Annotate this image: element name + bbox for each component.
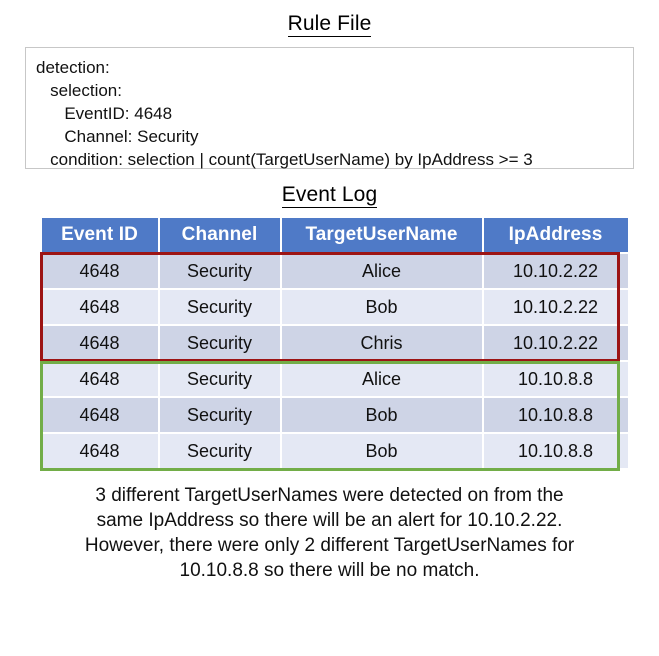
cell-user: Bob — [281, 290, 482, 324]
cell-user: Bob — [281, 434, 482, 468]
cell-channel: Security — [159, 254, 280, 288]
cell-event-id: 4648 — [41, 254, 158, 288]
cell-user: Bob — [281, 398, 482, 432]
cell-ip: 10.10.8.8 — [483, 434, 628, 468]
cell-event-id: 4648 — [41, 290, 158, 324]
cell-event-id: 4648 — [41, 398, 158, 432]
cell-channel: Security — [159, 434, 280, 468]
cell-user: Alice — [281, 362, 482, 396]
cell-ip: 10.10.2.22 — [483, 326, 628, 360]
event-log-title-text: Event Log — [281, 183, 378, 208]
cell-event-id: 4648 — [41, 326, 158, 360]
column-header-ipaddress: IpAddress — [483, 218, 628, 252]
rule-file-title: Rule File — [0, 12, 659, 37]
rule-file-box: detection: selection: EventID: 4648 Chan… — [25, 47, 634, 169]
rule-line-eventid: EventID: 4648 — [36, 104, 173, 123]
cell-channel: Security — [159, 362, 280, 396]
event-log-table: Event ID Channel TargetUserName IpAddres… — [40, 216, 630, 470]
table-row: 4648 Security Bob 10.10.2.22 — [41, 290, 628, 324]
event-log-title: Event Log — [0, 183, 659, 208]
cell-ip: 10.10.2.22 — [483, 254, 628, 288]
cell-user: Chris — [281, 326, 482, 360]
table-row: 4648 Security Bob 10.10.8.8 — [41, 434, 628, 468]
table-row: 4648 Security Bob 10.10.8.8 — [41, 398, 628, 432]
table-header-row: Event ID Channel TargetUserName IpAddres… — [41, 218, 628, 252]
cell-ip: 10.10.8.8 — [483, 362, 628, 396]
column-header-targetusername: TargetUserName — [281, 218, 482, 252]
table-row: 4648 Security Alice 10.10.2.22 — [41, 254, 628, 288]
rule-line-selection: selection: — [36, 81, 122, 100]
column-header-channel: Channel — [159, 218, 280, 252]
cell-channel: Security — [159, 290, 280, 324]
cell-event-id: 4648 — [41, 362, 158, 396]
cell-ip: 10.10.2.22 — [483, 290, 628, 324]
cell-event-id: 4648 — [41, 434, 158, 468]
cell-channel: Security — [159, 326, 280, 360]
explanation-caption: 3 different TargetUserNames were detecte… — [84, 485, 575, 581]
rule-line-condition: condition: selection | count(TargetUserN… — [36, 150, 533, 169]
cell-user: Alice — [281, 254, 482, 288]
cell-ip: 10.10.8.8 — [483, 398, 628, 432]
table-row: 4648 Security Alice 10.10.8.8 — [41, 362, 628, 396]
rule-file-title-text: Rule File — [287, 12, 372, 37]
cell-channel: Security — [159, 398, 280, 432]
table-row: 4648 Security Chris 10.10.2.22 — [41, 326, 628, 360]
column-header-event-id: Event ID — [41, 218, 158, 252]
event-log-table-wrapper: Event ID Channel TargetUserName IpAddres… — [39, 216, 628, 471]
rule-line-channel: Channel: Security — [36, 127, 199, 146]
rule-line-detection: detection: — [36, 58, 110, 77]
